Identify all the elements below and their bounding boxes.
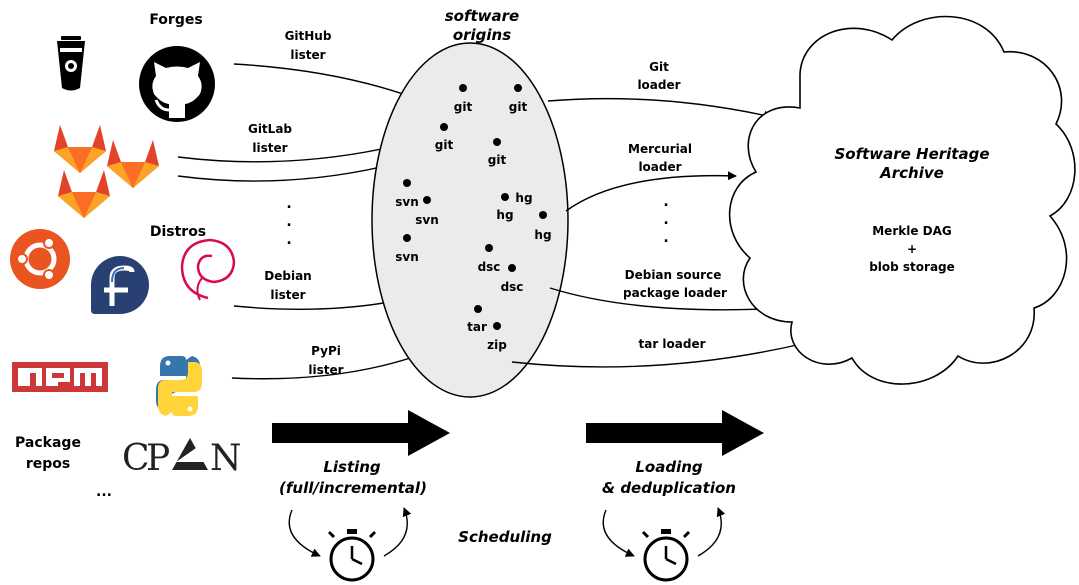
- origin-dot: [403, 179, 411, 187]
- loader-dot-3: .: [663, 230, 668, 246]
- github-lister-label-line2: lister: [290, 48, 325, 62]
- svg-text:C: C: [122, 438, 151, 479]
- merkle-plus-label: +: [907, 242, 917, 256]
- debian-icon: [180, 238, 236, 301]
- loader-dot-2: .: [663, 212, 668, 228]
- debian-loader-label-line2: package loader: [623, 286, 727, 300]
- software-origins-title-line2: origins: [453, 26, 511, 44]
- software-heritage-archive-cloud: [728, 15, 1076, 385]
- mercurial-loader-label-line2: loader: [638, 160, 681, 174]
- origin-label-zip: zip: [487, 338, 507, 352]
- origin-dot: [508, 264, 516, 272]
- listing-phase-arrow: [272, 410, 450, 456]
- gitlab-lister-label-line2: lister: [252, 141, 287, 155]
- pypi-lister-label-line2: lister: [308, 363, 343, 377]
- listing-phase-label-line2: (full/incremental): [279, 479, 427, 497]
- python-icon: [156, 356, 202, 416]
- svg-text:P: P: [146, 438, 171, 479]
- origin-label-svn: svn: [415, 213, 439, 227]
- forges-heading: Forges: [149, 12, 202, 28]
- origin-label-hg: hg: [515, 191, 532, 205]
- merkle-dag-label: Merkle DAG: [872, 224, 952, 238]
- gitlab-lister-label-line1: GitLab: [248, 122, 292, 136]
- loading-phase-arrow: [586, 410, 764, 456]
- origin-label-tar: tar: [467, 320, 487, 334]
- origin-dot: [493, 138, 501, 146]
- software-origins-ellipse: [371, 42, 569, 398]
- origin-dot: [474, 305, 482, 313]
- fedora-icon: [91, 256, 149, 314]
- origin-dot: [459, 84, 467, 92]
- origin-dot: [501, 193, 509, 201]
- lister-dot-2: .: [286, 214, 291, 230]
- scheduling-cycle-arrow-right-2: [697, 507, 726, 557]
- origin-label-hg: hg: [534, 228, 551, 242]
- origin-dot: [423, 196, 431, 204]
- distros-heading: Distros: [150, 224, 206, 240]
- origin-label-git: git: [454, 100, 473, 114]
- origin-dot: [485, 244, 493, 252]
- package-repos-heading-line1: Package: [15, 435, 81, 451]
- origin-label-svn: svn: [395, 195, 419, 209]
- origin-label-git: git: [509, 100, 528, 114]
- origin-label-git: git: [488, 153, 507, 167]
- loading-phase-label-line1: Loading: [635, 458, 703, 476]
- loading-phase-label-line2: & deduplication: [602, 479, 736, 497]
- scheduling-cycle-arrow-right-1: [383, 507, 412, 557]
- loader-dot-1: .: [663, 194, 668, 210]
- origin-label-hg: hg: [496, 208, 513, 222]
- origin-label-git: git: [435, 138, 454, 152]
- debian-lister-label-line1: Debian: [264, 269, 311, 283]
- more-repos-ellipsis: ...: [96, 484, 112, 500]
- scheduling-cycle-arrow-left-2: [602, 509, 635, 557]
- npm-icon: [12, 362, 108, 392]
- debian-loader-arrow: [549, 287, 787, 313]
- ubuntu-icon: [10, 229, 70, 289]
- tar-loader-label: tar loader: [638, 337, 705, 351]
- mercurial-loader-arrow: [565, 171, 737, 212]
- github-lister-arrow: [233, 63, 421, 102]
- origin-dot: [403, 234, 411, 242]
- software-origins-title-line1: software: [445, 7, 519, 25]
- origin-points: git git git git svn svn svn hg hg hg dsc…: [395, 84, 552, 352]
- debian-lister-label-line2: lister: [270, 288, 305, 302]
- github-icon: [139, 46, 215, 122]
- lister-dot-3: .: [286, 232, 291, 248]
- scheduling-cycle-arrow-left-1: [288, 509, 321, 557]
- package-repos-heading-line2: repos: [26, 456, 70, 472]
- bitbucket-icon: [57, 36, 85, 91]
- tar-loader-arrow: [511, 339, 811, 368]
- origin-dot: [539, 211, 547, 219]
- origin-label-svn: svn: [395, 250, 419, 264]
- svg-text:N: N: [210, 438, 243, 479]
- pypi-lister-label-line1: PyPi: [311, 344, 341, 358]
- archive-title-line1: Software Heritage: [834, 145, 989, 163]
- stopwatch-icon: [327, 529, 377, 582]
- git-loader-arrow: [547, 97, 773, 120]
- origin-label-dsc: dsc: [478, 260, 501, 274]
- gitlab-icon: [54, 125, 159, 218]
- github-lister-label-line1: GitHub: [285, 29, 332, 43]
- mercurial-loader-label-line1: Mercurial: [628, 142, 692, 156]
- listing-phase-label-line1: Listing: [323, 458, 381, 476]
- archive-title-line2: Archive: [879, 164, 944, 182]
- origin-dot: [440, 123, 448, 131]
- stopwatch-icon: [641, 529, 691, 582]
- git-loader-label-line1: Git: [649, 60, 669, 74]
- debian-loader-label-line1: Debian source: [625, 268, 722, 282]
- git-loader-label-line2: loader: [637, 78, 680, 92]
- origin-dot: [493, 322, 501, 330]
- cpan-icon: C P N: [122, 438, 243, 479]
- origin-label-dsc: dsc: [501, 280, 524, 294]
- lister-dot-1: .: [286, 196, 291, 212]
- blob-storage-label: blob storage: [869, 260, 955, 274]
- origin-dot: [514, 84, 522, 92]
- scheduling-label: Scheduling: [458, 528, 552, 546]
